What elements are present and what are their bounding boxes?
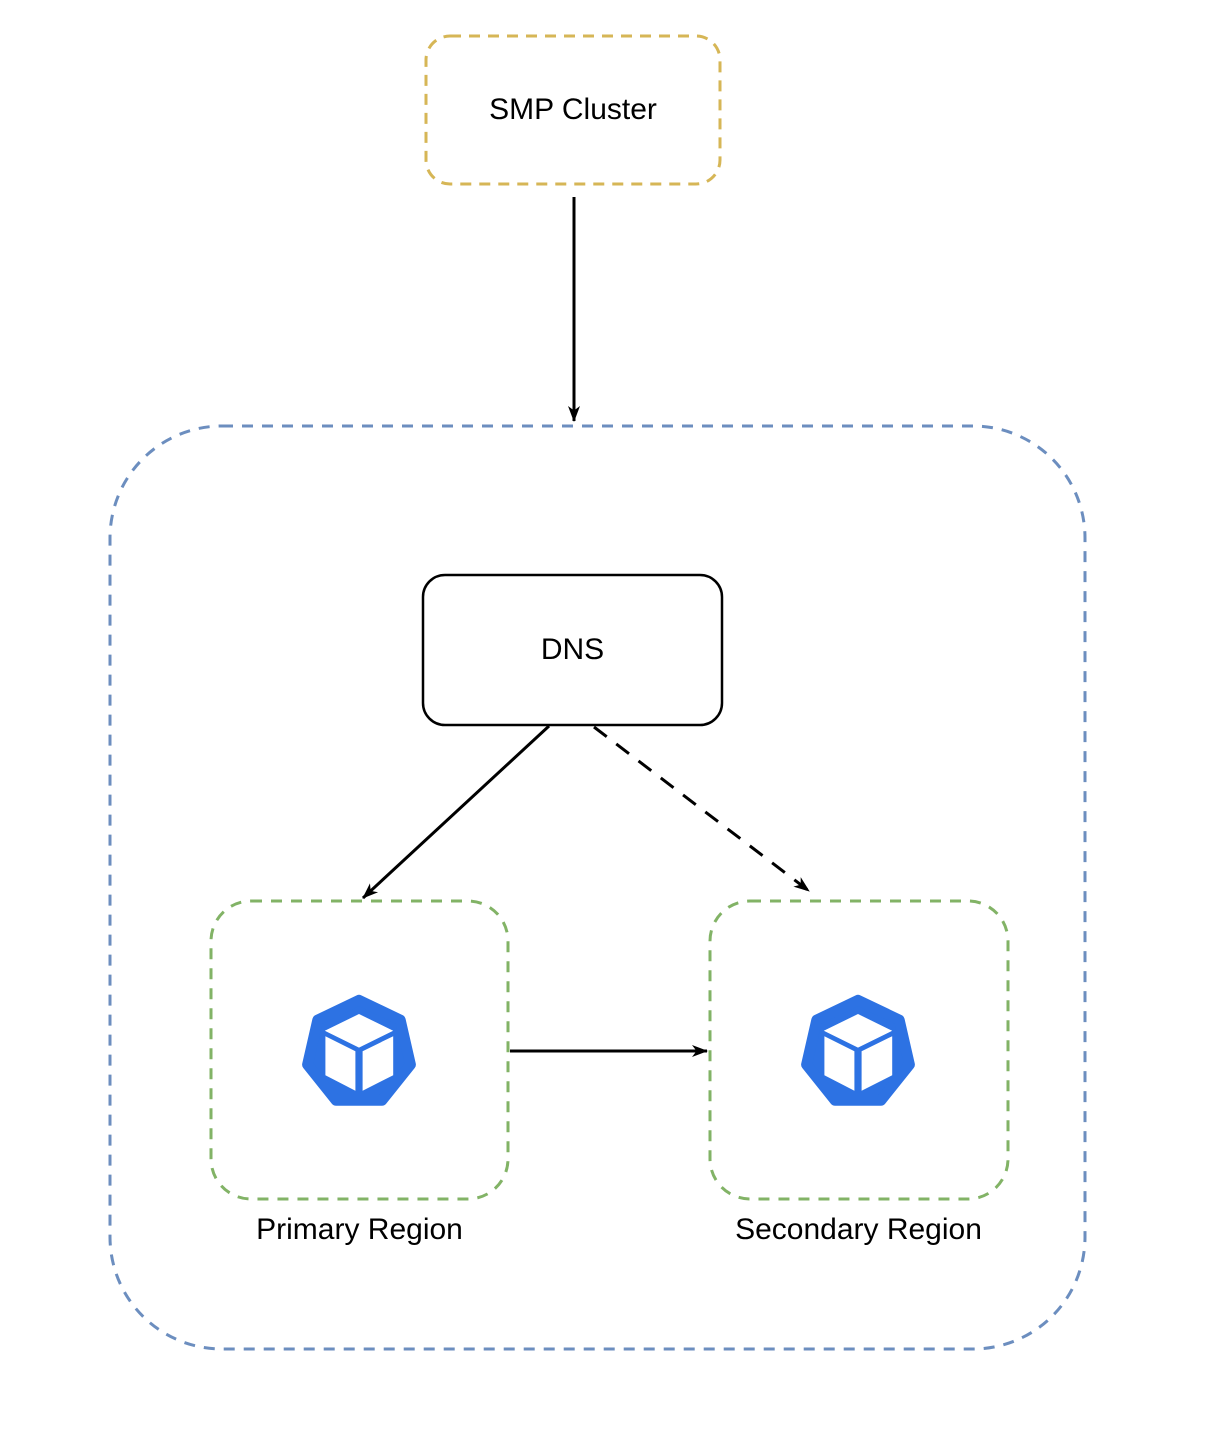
cube-heptagon-icon — [299, 990, 419, 1110]
smp-cluster-node — [424, 34, 722, 186]
cube-heptagon-icon — [798, 990, 918, 1110]
outer-container — [108, 424, 1087, 1351]
dns-node — [421, 573, 724, 727]
secondary-region-label: Secondary Region — [735, 1213, 982, 1246]
edge-dns-to-secondary — [593, 725, 810, 893]
secondary-region-node — [708, 899, 1010, 1201]
dns-label: DNS — [540, 633, 605, 666]
smp-cluster-label: SMP Cluster — [489, 93, 657, 126]
primary-region-node — [209, 899, 510, 1201]
edge-dns-to-primary — [361, 724, 551, 900]
primary-region-label: Primary Region — [256, 1213, 463, 1246]
